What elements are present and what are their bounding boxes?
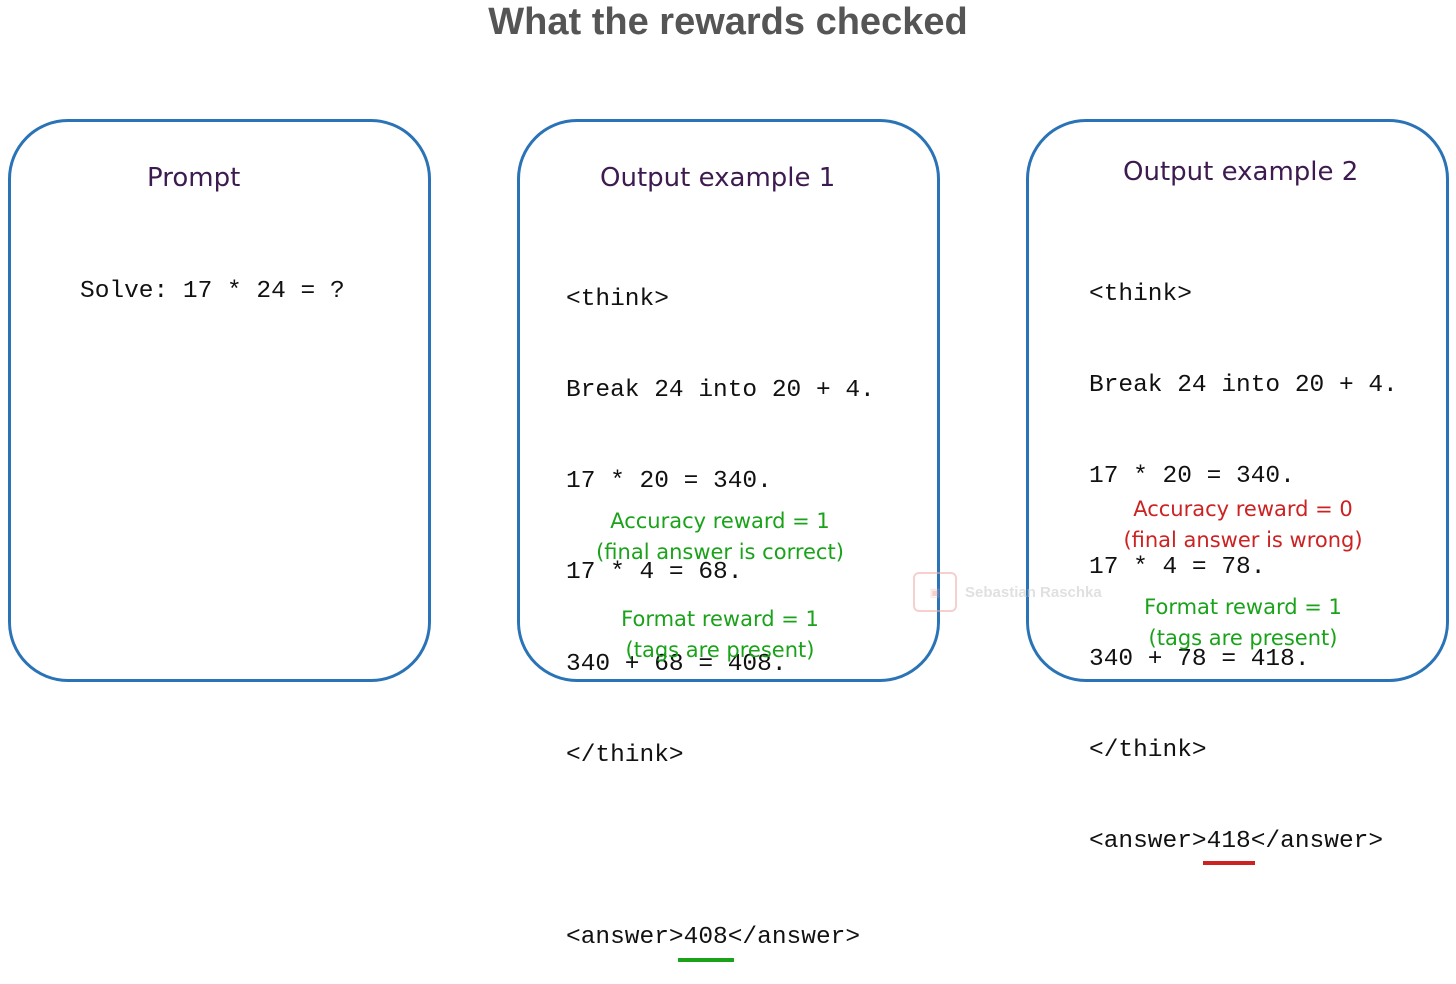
answer-close-tag: </answer> [1250, 828, 1384, 856]
format-reward-note: (tags are present) [625, 638, 815, 662]
answer-value: 418 [1202, 827, 1255, 866]
code-line: Break 24 into 20 + 4. [1089, 372, 1398, 400]
answer-close-tag: </answer> [727, 924, 861, 952]
format-reward-note: (tags are present) [1148, 626, 1338, 650]
code-line: 340 + 78 = 418. [1089, 645, 1310, 673]
format-reward-2: Format reward = 1 (tags are present) [1083, 592, 1403, 654]
code-line: 17 * 4 = 78. [1089, 554, 1266, 582]
answer-open-tag: <answer> [566, 924, 684, 952]
correct-underline [677, 957, 734, 962]
seal-stamp-icon: ▣ [913, 572, 957, 612]
prompt-text: Solve: 17 * 24 = ? [80, 278, 345, 305]
code-line: </think> [566, 741, 684, 769]
code-line: <think> [566, 285, 669, 313]
answer-line: <answer>418</answer> [1089, 827, 1398, 866]
code-line: <think> [1089, 280, 1192, 308]
watermark-text: Sebastian Raschka [965, 583, 1102, 601]
diagram-title: What the rewards checked [488, 1, 968, 43]
output-example-1-panel [517, 119, 940, 682]
accuracy-reward-2: Accuracy reward = 0 (final answer is wro… [1083, 494, 1403, 556]
accuracy-reward-note: (final answer is correct) [596, 540, 844, 564]
code-line: 340 + 68 = 408. [566, 650, 787, 678]
code-line: 17 * 20 = 340. [1089, 463, 1295, 491]
answer-open-tag: <answer> [1089, 828, 1207, 856]
prompt-panel [8, 119, 431, 682]
prompt-heading: Prompt [147, 163, 241, 193]
code-line: Break 24 into 20 + 4. [566, 377, 875, 405]
code-line: </think> [1089, 736, 1207, 764]
wrong-underline [1202, 861, 1255, 866]
accuracy-reward-1: Accuracy reward = 1 (final answer is cor… [560, 506, 880, 568]
accuracy-reward-label: Accuracy reward = 0 [1133, 497, 1353, 521]
answer-line: <answer>408</answer> [566, 923, 875, 962]
accuracy-reward-label: Accuracy reward = 1 [610, 509, 830, 533]
answer-value: 408 [677, 923, 734, 962]
format-reward-1: Format reward = 1 (tags are present) [560, 604, 880, 666]
format-reward-label: Format reward = 1 [1144, 595, 1342, 619]
output-example-2-heading: Output example 2 [1123, 157, 1359, 187]
watermark: ▣ Sebastian Raschka [913, 572, 1102, 612]
accuracy-reward-note: (final answer is wrong) [1123, 528, 1363, 552]
code-line: 17 * 20 = 340. [566, 468, 772, 496]
output-example-1-heading: Output example 1 [600, 163, 836, 193]
output-example-2-panel [1026, 119, 1449, 682]
format-reward-label: Format reward = 1 [621, 607, 819, 631]
code-line: 17 * 4 = 68. [566, 559, 743, 587]
